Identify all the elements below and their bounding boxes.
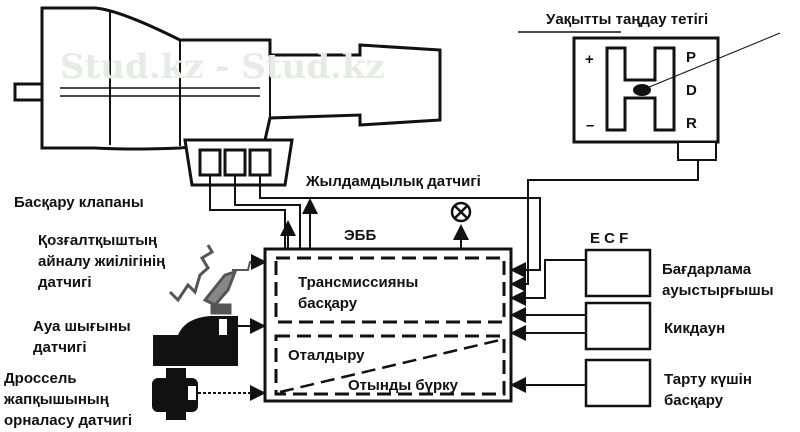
transmission-control-label: Трансмиссияны <box>298 274 418 291</box>
selector-connector <box>677 141 717 161</box>
control-valve-body <box>183 138 294 187</box>
kickdown-label: Кикдаун <box>664 320 725 337</box>
engine-speed-sensor-label: Қозғалтқыштың <box>38 232 157 249</box>
ignition-label: Оталдыру <box>288 347 365 364</box>
warning-lamp-icon <box>450 201 472 223</box>
transmission-control-block <box>274 256 506 324</box>
gear-d: D <box>686 82 697 99</box>
engine-speed-sensor-icon <box>168 244 238 315</box>
traction-control-box[interactable] <box>584 358 652 408</box>
program-switch-label: Бағдарлама <box>662 261 752 278</box>
air-flow-sensor-label: датчигі <box>33 339 87 356</box>
selector-wire <box>510 160 699 292</box>
ecu-box <box>263 247 513 403</box>
selector-title: Уақытты таңдау тетігі <box>546 11 708 28</box>
divider <box>279 338 501 394</box>
input-wires <box>510 259 586 393</box>
program-switch-label: ауыстырғышы <box>662 282 774 299</box>
engine-speed-sensor-label: датчигі <box>38 274 92 291</box>
throttle-sensor-label: Дроссель <box>4 370 77 387</box>
speed-sensor-label: Жылдамдылық датчигі <box>305 173 481 190</box>
gear-selector[interactable] <box>572 32 781 161</box>
traction-control-label: басқару <box>664 392 724 409</box>
control-valve-label: Басқару клапаны <box>14 194 144 211</box>
transmission-control-label: басқару <box>298 295 358 312</box>
watermark: Stud.kz - Stud.kz <box>60 47 385 87</box>
gear-r: R <box>686 115 697 132</box>
throttle-sensor-label: жапқышының <box>3 391 109 408</box>
air-flow-sensor-icon <box>153 316 238 366</box>
traction-control-label: Тарту күшін <box>664 371 752 388</box>
program-switch-box[interactable] <box>584 248 652 298</box>
transmission-housing <box>13 6 442 151</box>
plus-icon: + <box>585 51 594 68</box>
engine-speed-arrow <box>232 254 267 271</box>
gear-p: P <box>686 49 696 66</box>
engine-control-block <box>274 334 506 396</box>
fuel-injection-label: Отынды бүрку <box>348 377 459 394</box>
throttle-sensor-label: орналасу датчигі <box>4 412 132 429</box>
ecf-label: E C F <box>590 230 628 247</box>
throttle-sensor-icon <box>152 368 198 420</box>
ecu-label: ЭББ <box>344 227 376 244</box>
air-flow-sensor-label: Ауа шығыны <box>33 318 131 335</box>
engine-speed-sensor-label: айналу жиілігінің <box>38 253 165 270</box>
kickdown-box[interactable] <box>584 301 652 351</box>
minus-icon: – <box>586 117 594 134</box>
